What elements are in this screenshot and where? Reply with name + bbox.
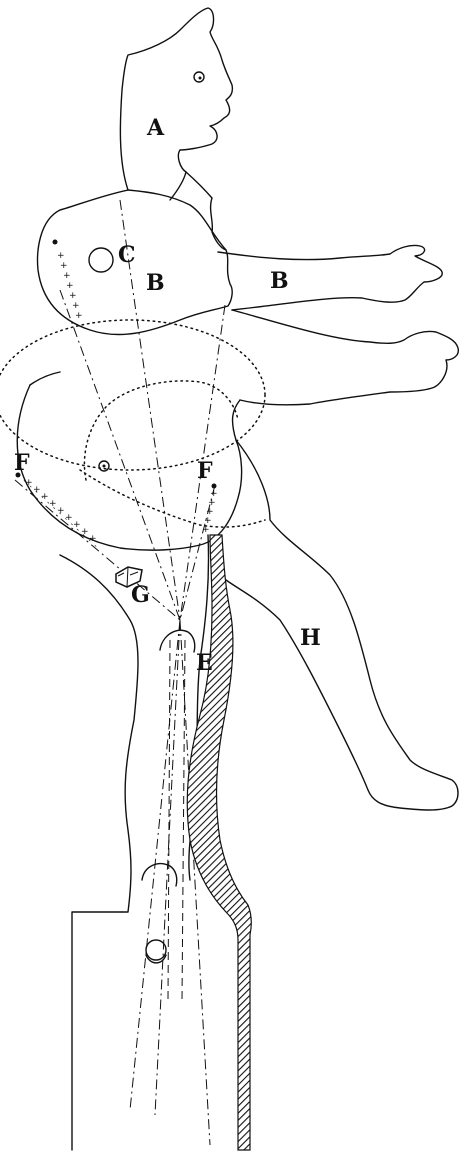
svg-text:+: +	[25, 478, 33, 488]
ankle-joint-arc	[142, 864, 177, 886]
svg-text:+: +	[60, 261, 68, 271]
svg-text:+: +	[65, 513, 73, 523]
upper-arm-outline	[218, 245, 442, 310]
svg-text:+: +	[75, 311, 83, 321]
svg-text:+: +	[57, 506, 65, 516]
label-head-a: A	[146, 115, 165, 141]
stitch-line-left: ++ ++ ++ ++ +	[18, 475, 100, 550]
label-e: E	[196, 650, 213, 676]
stitch-line-right: ++ ++ +	[202, 489, 218, 535]
svg-text:+: +	[89, 534, 97, 544]
label-g: G	[131, 582, 150, 608]
svg-text:+: +	[66, 281, 74, 291]
kicking-leg-outline	[226, 440, 458, 810]
neck-outline	[186, 172, 226, 250]
lower-arm-outline	[232, 310, 458, 405]
svg-text:+: +	[202, 525, 210, 535]
foot-pivot	[146, 940, 166, 960]
stitch-line-upper: ++ ++ ++ +	[57, 251, 83, 321]
svg-text:+: +	[49, 499, 57, 509]
svg-text:+: +	[33, 485, 41, 495]
svg-text:+: +	[81, 527, 89, 537]
standing-leg-outline	[60, 555, 138, 912]
label-f-left: F	[14, 450, 30, 476]
label-f-right: F	[197, 458, 213, 484]
eye-circle-c	[89, 248, 113, 272]
dotted-inner-curve	[84, 381, 238, 480]
label-c: C	[118, 242, 136, 268]
svg-text:+: +	[41, 492, 49, 502]
svg-text:+: +	[63, 271, 71, 281]
dotted-ellipse-large	[0, 320, 265, 470]
svg-text:+: +	[69, 291, 77, 301]
label-h: H	[300, 625, 321, 651]
axis-line-2	[60, 290, 180, 620]
head-outline	[120, 8, 232, 200]
svg-text:+: +	[72, 301, 80, 311]
label-torso-b: B	[146, 270, 165, 296]
support-post	[187, 535, 251, 1150]
svg-text:+: +	[57, 251, 65, 261]
svg-text:+: +	[73, 520, 81, 530]
label-arm-b: B	[270, 268, 289, 294]
pedestal	[72, 912, 122, 1150]
